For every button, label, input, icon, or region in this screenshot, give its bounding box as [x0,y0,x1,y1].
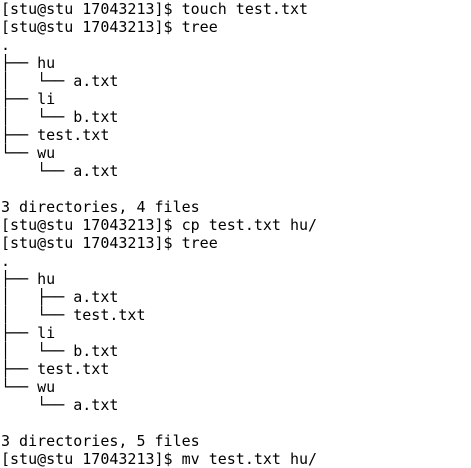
blank-line [1,414,471,432]
terminal-line-prompt-tree: [stu@stu 17043213]$ tree [1,234,218,252]
tree-summary: 3 directories, 5 files [1,432,200,450]
tree-file-test: ├── test.txt [1,360,110,378]
tree-dir-wu: └── wu [1,378,56,396]
tree-summary: 3 directories, 4 files [1,198,200,216]
tree-file-hu-test: │ └── test.txt [1,306,146,324]
tree-file-test: ├── test.txt [1,126,110,144]
tree-file-li-b: │ └── b.txt [1,108,119,126]
terminal-line-prompt-tree: [stu@stu 17043213]$ tree [1,18,218,36]
tree-dir-li: ├── li [1,90,56,108]
terminal-line-prompt-cp: [stu@stu 17043213]$ cp test.txt hu/ [1,216,318,234]
tree-file-hu-a: │ ├── a.txt [1,288,119,306]
tree-file-hu-a: │ └── a.txt [1,72,119,90]
tree-dir-wu: └── wu [1,144,56,162]
tree-root: . [1,252,11,270]
tree-dir-hu: ├── hu [1,54,56,72]
blank-line [1,180,471,198]
terminal-line-prompt-mv: [stu@stu 17043213]$ mv test.txt hu/ [1,450,318,468]
tree-root: . [1,36,11,54]
tree-file-wu-a: └── a.txt [1,396,119,414]
tree-dir-hu: ├── hu [1,270,56,288]
tree-file-li-b: │ └── b.txt [1,342,119,360]
terminal-line-prompt-touch: [stu@stu 17043213]$ touch test.txt [1,0,309,18]
tree-dir-li: ├── li [1,324,56,342]
tree-file-wu-a: └── a.txt [1,162,119,180]
